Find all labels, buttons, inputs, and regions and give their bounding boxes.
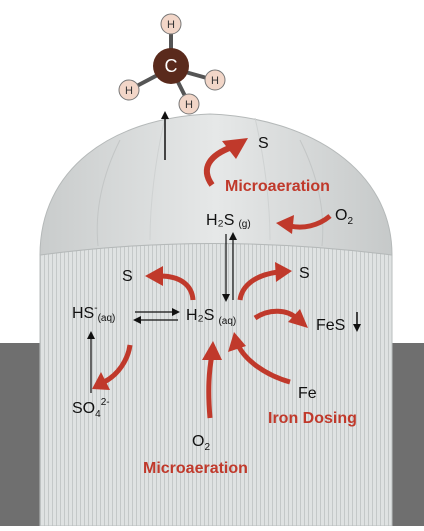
hydrogen-atom [178,93,200,115]
red-arrowhead [145,266,163,286]
carbon-label: C [165,56,178,76]
hydrogen-atom [204,69,226,91]
species-o2-bottom: O2 [192,433,210,453]
dome-seam-mid-left [149,117,166,241]
methane-molecule: H H H H C [118,13,226,115]
species-fes: FeS [316,317,345,334]
label-microaeration-bottom: Microaeration [143,460,248,477]
label-microaeration-top: Microaeration [225,178,330,195]
red-arrow-o2-to-h2s-gas [289,214,332,230]
red-arrow-to-s-top [203,144,234,187]
hydrogen-atom [160,13,182,35]
red-arrowhead [288,309,308,328]
species-so4: SO42- [72,397,110,420]
species-fe: Fe [298,385,317,402]
red-arrow-to-s-right [237,269,279,301]
red-arrowhead [222,138,248,159]
dome-seam-left [96,139,121,247]
species-h2s-aq: H₂S(aq) [186,307,236,327]
species-hs: HS-(aq) [72,303,115,324]
red-arrowhead [92,372,110,390]
dome-seam-right [299,139,324,247]
label-iron-dosing: Iron Dosing [268,410,357,427]
hydrogen-label: H [185,99,193,111]
species-s-right: S [299,265,310,282]
red-arrowhead [275,262,292,282]
species-s-top: S [258,135,269,152]
tank-body [39,243,393,527]
red-arrowhead [228,332,246,352]
dome-seam-mid-right [254,117,271,241]
red-arrow-hs-to-so4 [102,344,133,385]
red-arrowhead [202,341,222,360]
red-arrowhead [276,215,294,234]
species-h2s-gas: H₂S(g) [206,212,251,230]
hydrogen-label: H [125,85,133,97]
hydrogen-label: H [167,19,175,31]
hydrogen-label: H [211,75,219,87]
species-o2-top: O2 [335,207,353,227]
red-arrow-fe-to-h2s [235,343,291,385]
carbon-atom [153,48,189,84]
hydrogen-atom [118,79,140,101]
species-s-left: S [122,268,133,285]
dome [39,113,393,256]
red-arrow-to-s-left [159,273,196,301]
red-arrow-o2-bottom-up [206,354,215,419]
